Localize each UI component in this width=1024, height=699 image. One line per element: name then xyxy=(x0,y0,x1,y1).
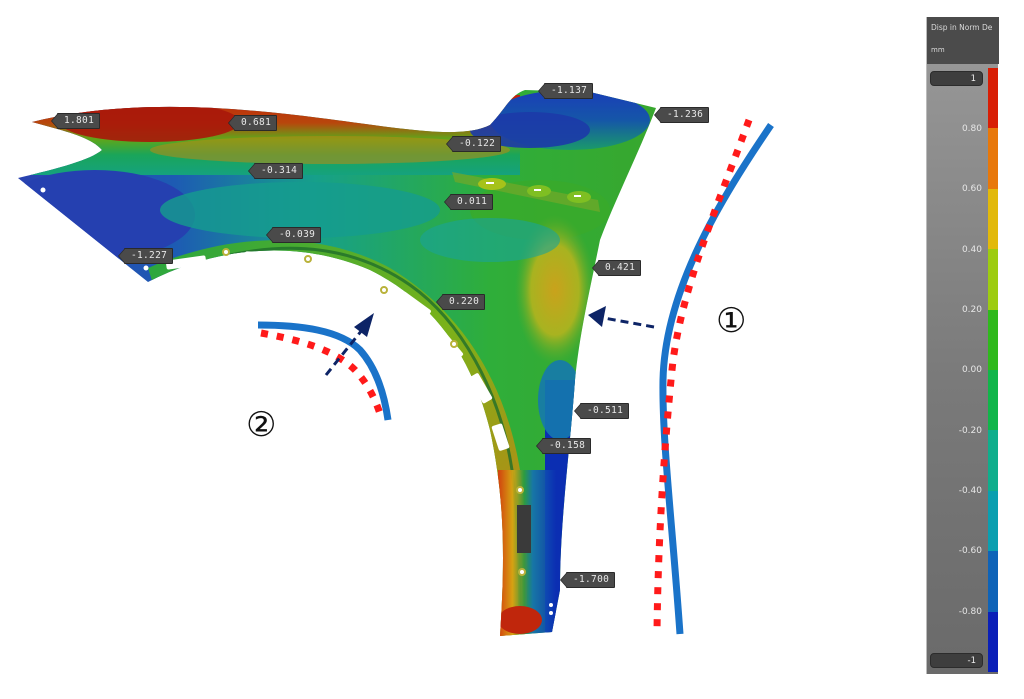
deviation-label: -1.700 xyxy=(559,572,616,588)
deviation-label: -0.122 xyxy=(445,136,502,152)
legend-color-segment xyxy=(988,128,998,189)
legend-title: Disp in Norm De xyxy=(931,23,993,32)
deviation-label: 0.011 xyxy=(443,194,494,210)
deviation-label: -1.227 xyxy=(117,248,174,264)
fender-body xyxy=(18,90,656,636)
nominal-profile-line-2 xyxy=(260,329,386,422)
legend-unit: mm xyxy=(931,46,945,54)
deviation-label: 0.421 xyxy=(591,260,642,276)
legend-color-segment xyxy=(988,68,998,129)
deviation-label: 0.681 xyxy=(227,115,278,131)
mount-hole xyxy=(40,187,46,193)
legend-color-segment xyxy=(988,611,998,672)
legend-color-segment xyxy=(988,490,998,552)
legend-color-segment xyxy=(988,551,998,612)
deviation-label: -0.158 xyxy=(535,438,592,454)
legend-tick: -0.40 xyxy=(958,486,982,496)
legend-color-segment xyxy=(988,188,998,250)
nominal-profile-line-1 xyxy=(653,118,753,633)
legend-color-segment xyxy=(988,309,998,370)
arrow-head-icon xyxy=(588,306,606,327)
legend-header: Disp in Norm De mm xyxy=(927,17,999,64)
flange-holes xyxy=(222,248,526,576)
emboss-features xyxy=(452,172,600,212)
arrow-1 xyxy=(588,306,655,329)
profile-2-sketch xyxy=(257,321,392,422)
legend-color-segment xyxy=(988,430,998,491)
deviation-label: -0.314 xyxy=(247,163,304,179)
profile-marker-2: ② xyxy=(246,405,277,445)
legend-min-input[interactable]: -1 xyxy=(930,653,983,668)
legend-color-bar xyxy=(988,68,998,672)
deviation-label: -0.511 xyxy=(573,403,630,419)
mount-hole xyxy=(143,265,149,271)
arrow-head-icon xyxy=(354,313,374,337)
legend-color-segment xyxy=(988,369,998,431)
legend-tick: 0.00 xyxy=(961,365,982,375)
legend-tick: 0.20 xyxy=(961,305,982,315)
legend-tick: -0.20 xyxy=(958,426,982,436)
deviation-label: -1.137 xyxy=(537,83,594,99)
profile-marker-1: ① xyxy=(716,301,747,341)
actual-profile-line-2 xyxy=(257,321,392,421)
mount-hole xyxy=(549,611,553,615)
legend-tick: -0.60 xyxy=(958,546,982,556)
actual-profile-line-1 xyxy=(659,123,774,635)
profile-1-sketch xyxy=(653,118,774,635)
deviation-label: -1.236 xyxy=(653,107,710,123)
flange-slots xyxy=(165,251,510,451)
legend-tick: 0.40 xyxy=(961,245,982,255)
color-legend: Disp in Norm De mm 1 0.80 0.60 0.40 0.20… xyxy=(926,17,999,674)
legend-color-segment xyxy=(988,249,998,310)
mount-hole xyxy=(549,603,553,607)
legend-tick: 0.60 xyxy=(961,184,982,194)
deviation-label: 0.220 xyxy=(435,294,486,310)
deviation-label: 1.801 xyxy=(50,113,101,129)
deviation-label: -0.039 xyxy=(265,227,322,243)
legend-tick: -0.80 xyxy=(958,607,982,617)
arrow-2 xyxy=(324,313,374,376)
legend-tick: 0.80 xyxy=(961,124,982,134)
legend-max-input[interactable]: 1 xyxy=(930,71,983,86)
